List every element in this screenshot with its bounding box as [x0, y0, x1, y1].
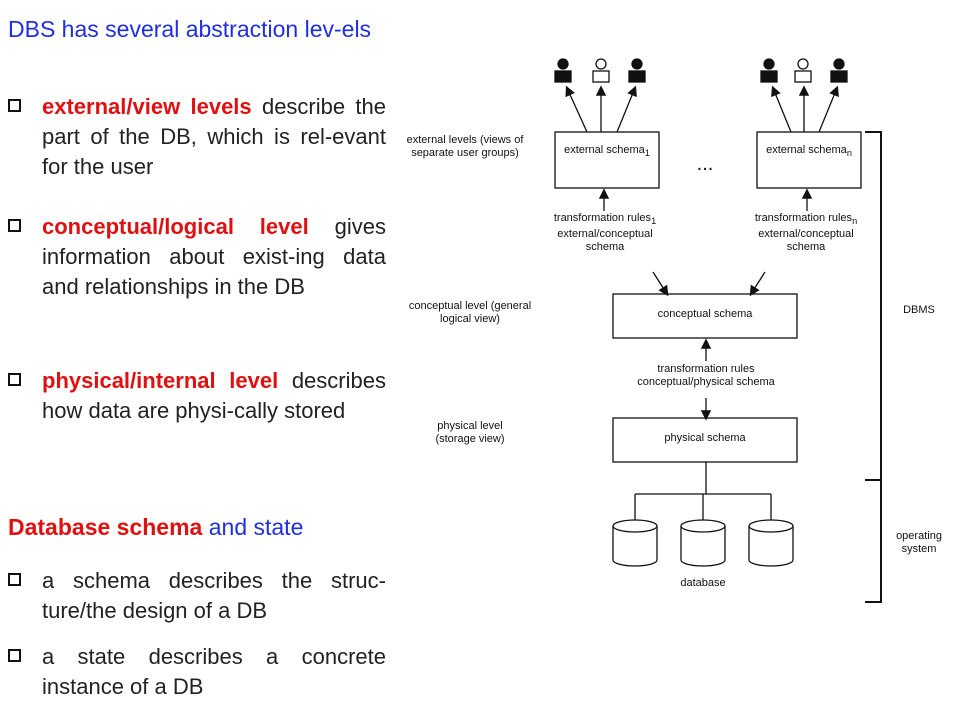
bullet-conceptual-level: conceptual/logical level gives informati…	[8, 212, 386, 302]
user-icon	[830, 58, 848, 83]
left-text-panel: DBS has several abstraction lev-els exte…	[0, 0, 395, 720]
bullet-text: describe the part of the DB, which is re…	[42, 94, 386, 179]
database-label: database	[680, 577, 726, 589]
bullet-external-level: external/view levels describe the part o…	[8, 92, 386, 182]
conceptual-level-label: conceptual level (general logical view)	[408, 300, 532, 325]
bullet-highlight: external/view levels	[42, 94, 252, 119]
physical-schema-box	[612, 417, 798, 463]
physical-level-label: physical level (storage view)	[435, 420, 505, 445]
bullet-highlight: physical/internal level	[42, 368, 279, 393]
os-bracket	[865, 479, 882, 603]
transformation-rules-1-label: transformation rules1 external/conceptua…	[553, 212, 657, 254]
external-schema-n-label: external scheman	[766, 144, 852, 159]
heading-abstraction-levels: DBS has several abstraction lev-els	[8, 16, 372, 42]
user-icon	[592, 58, 610, 83]
transformation-rules-cp-label: transformation rules conceptual/physical…	[637, 363, 775, 388]
external-schema-n-box	[756, 131, 862, 189]
database-cylinder-icon	[680, 519, 726, 567]
database-cylinder-icon	[748, 519, 794, 567]
checkbox-bullet-icon	[8, 649, 21, 662]
bullet-text: describes how data are physi-cally store…	[42, 368, 386, 423]
external-schema-1-box	[554, 131, 660, 189]
three-level-architecture-diagram: external levels (views of separate user …	[395, 40, 960, 680]
transformation-rules-n-label: transformation rulesn external/conceptua…	[754, 212, 858, 254]
bullet-schema: a schema describes the struc-ture/the de…	[8, 566, 386, 626]
checkbox-bullet-icon	[8, 573, 21, 586]
user-icon	[628, 58, 646, 83]
diagram-lines	[554, 58, 882, 603]
dbms-label: DBMS	[903, 304, 935, 316]
bullet-physical-level: physical/internal level describes how da…	[8, 366, 386, 426]
user-icon	[760, 58, 778, 83]
user-icon	[554, 58, 572, 83]
user-icon	[794, 58, 812, 83]
heading-database-schema: Database schema and state	[8, 514, 304, 540]
checkbox-bullet-icon	[8, 373, 21, 386]
conceptual-schema-label: conceptual schema	[657, 308, 753, 320]
bullet-highlight: conceptual/logical level	[42, 214, 309, 239]
external-levels-label: external levels (views of separate user …	[406, 134, 524, 159]
operating-system-label: operating system	[896, 530, 942, 555]
checkbox-bullet-icon	[8, 219, 21, 232]
ellipsis: ...	[696, 153, 714, 175]
checkbox-bullet-icon	[8, 99, 21, 112]
bullet-text: gives information about exist-ing data a…	[42, 214, 386, 299]
conceptual-schema-box	[612, 293, 798, 339]
dbms-bracket	[865, 131, 882, 481]
bullet-state: a state describes a concrete instance of…	[8, 642, 386, 702]
physical-schema-label: physical schema	[664, 432, 746, 444]
external-schema-1-label: external schema1	[564, 144, 650, 159]
database-cylinder-icon	[612, 519, 658, 567]
